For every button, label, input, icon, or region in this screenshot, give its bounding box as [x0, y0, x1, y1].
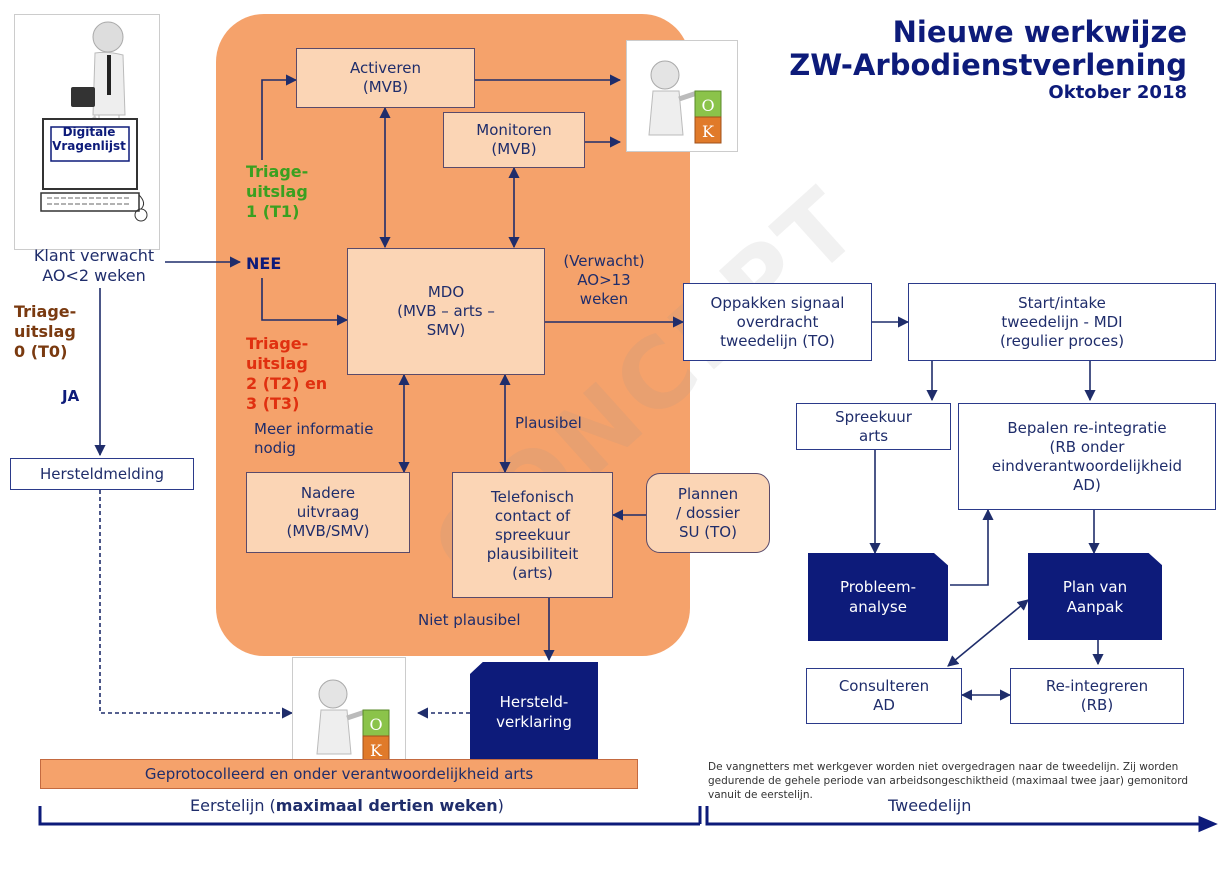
person-at-computer-icon — [40, 21, 148, 222]
eerstelijn-suffix: ) — [497, 796, 504, 815]
monitoren-box: Monitoren (MVB) — [443, 112, 585, 168]
ok-top-o: O — [701, 96, 714, 115]
start-intake-box: Start/intake tweedelijn - MDI (regulier … — [908, 283, 1216, 361]
nee-label: NEE — [246, 254, 282, 273]
probleemanalyse-doc: Probleem- analyse — [808, 553, 948, 641]
monitor-label: Digitale Vragenlijst — [52, 125, 126, 153]
ok-figure-bottom: O K — [292, 657, 406, 771]
niet-plausibel-label: Niet plausibel — [418, 611, 521, 629]
triage-23-label: Triage- uitslag 2 (T2) en 3 (T3) — [246, 334, 328, 413]
triage-1-label: Triage- uitslag 1 (T1) — [246, 162, 309, 221]
verwacht-label: (Verwacht) AO>13 weken — [563, 252, 645, 308]
ja-label: JA — [62, 387, 80, 405]
plannen-dossier-box: Plannen / dossier SU (TO) — [646, 473, 770, 553]
client-expectation-text: Klant verwacht AO<2 weken — [33, 246, 155, 285]
client-figure-image — [14, 14, 160, 250]
reintegreren-box: Re-integreren (RB) — [1010, 668, 1184, 724]
page-title: Nieuwe werkwijze ZW-Arbodienstverlening … — [789, 16, 1187, 104]
meer-informatie-label: Meer informatie nodig — [254, 420, 374, 457]
mdo-box: MDO (MVB – arts – SMV) — [347, 248, 545, 375]
hersteldmelding-box: Hersteldmelding — [10, 458, 194, 490]
title-line1: Nieuwe werkwijze — [892, 15, 1187, 49]
plan-van-aanpak-doc: Plan van Aanpak — [1028, 553, 1162, 640]
eerstelijn-label: Eerstelijn (maximaal dertien weken) — [190, 796, 504, 815]
bepalen-reintegratie-box: Bepalen re-integratie (RB onder eindvera… — [958, 403, 1216, 510]
ok-bottom-k: K — [370, 741, 383, 760]
ok-bottom-o: O — [369, 715, 382, 734]
title-date: Oktober 2018 — [1048, 82, 1187, 103]
ok-top-k: K — [702, 122, 715, 141]
triage-0-label: Triage- uitslag 0 (T0) — [14, 302, 77, 361]
nadere-uitvraag-box: Nadere uitvraag (MVB/SMV) — [246, 472, 410, 553]
ok-person-icon: O K — [316, 679, 390, 763]
title-line2: ZW-Arbodienstverlening — [789, 48, 1187, 82]
spreekuur-arts-box: Spreekuur arts — [796, 403, 951, 450]
protocol-bar: Geprotocolleerd en onder verantwoordelij… — [40, 759, 638, 789]
footnote-text: De vangnetters met werkgever worden niet… — [708, 761, 1189, 801]
eerstelijn-prefix: Eerstelijn ( — [190, 796, 276, 815]
ok-person-icon: O K — [648, 60, 722, 144]
telefonisch-contact-box: Telefonisch contact of spreekuur plausib… — [452, 472, 613, 598]
consulteren-ad-box: Consulteren AD — [806, 668, 962, 724]
eerstelijn-bold: maximaal dertien weken — [275, 796, 498, 815]
tweedelijn-label: Tweedelijn — [888, 796, 972, 815]
activeren-box: Activeren (MVB) — [296, 48, 475, 108]
ok-figure-top: O K — [626, 40, 738, 152]
oppakken-signaal-box: Oppakken signaal overdracht tweedelijn (… — [683, 283, 872, 361]
hersteld-verklaring-doc: Hersteld- verklaring — [470, 662, 598, 762]
plausibel-label: Plausibel — [515, 414, 582, 432]
